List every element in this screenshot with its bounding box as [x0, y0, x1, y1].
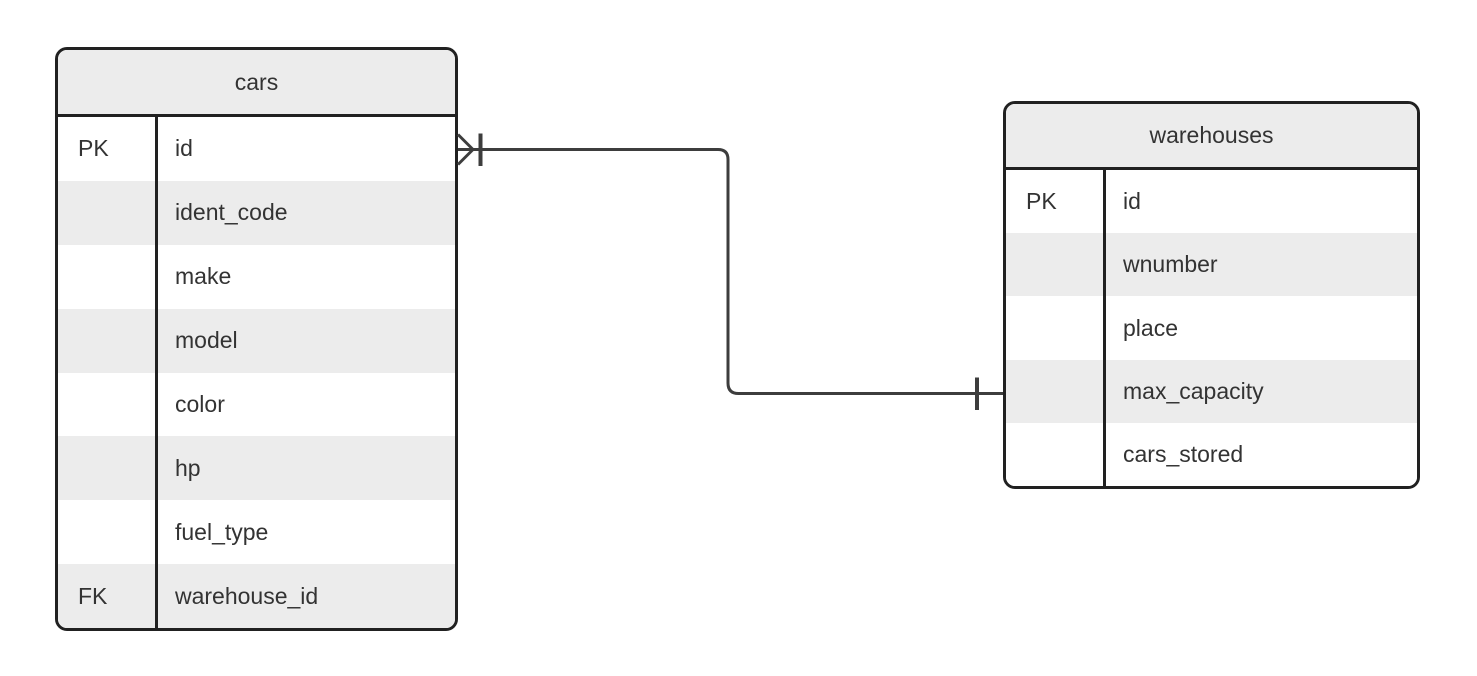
- attribute-row: ident_code: [58, 180, 455, 245]
- attribute-name: place: [1123, 314, 1178, 341]
- attribute-name: ident_code: [175, 199, 288, 226]
- entity-cars[interactable]: cars PK id ident_code make model color: [55, 47, 458, 631]
- attribute-key: PK: [58, 117, 158, 181]
- attribute-name: fuel_type: [175, 518, 269, 545]
- crow-foot-many-icon: [456, 133, 483, 166]
- attribute-row: cars_stored: [1006, 422, 1417, 486]
- attribute-name: max_capacity: [1123, 377, 1264, 404]
- attribute-key: [58, 500, 158, 565]
- attribute-name: color: [175, 390, 225, 417]
- attribute-name: id: [175, 135, 193, 162]
- attribute-name: wnumber: [1123, 251, 1218, 278]
- attribute-row: FK warehouse_id: [58, 564, 455, 628]
- attribute-key: PK: [1006, 170, 1106, 234]
- attribute-key: [1006, 296, 1106, 360]
- attribute-row: max_capacity: [1006, 359, 1417, 423]
- attribute-row: place: [1006, 296, 1417, 360]
- attribute-name: model: [175, 327, 238, 354]
- attribute-key: [1006, 233, 1106, 297]
- attribute-key: [58, 180, 158, 245]
- entity-warehouses-attributes: PK id wnumber place max_capacity cars_st…: [1006, 170, 1417, 486]
- attribute-row: PK id: [1006, 170, 1417, 234]
- attribute-key: [58, 436, 158, 501]
- attribute-row: color: [58, 372, 455, 437]
- attribute-row: make: [58, 244, 455, 309]
- entity-warehouses[interactable]: warehouses PK id wnumber place max_capac…: [1003, 101, 1420, 489]
- attribute-key: [58, 372, 158, 437]
- attribute-row: fuel_type: [58, 500, 455, 565]
- attribute-name: id: [1123, 188, 1141, 215]
- entity-cars-attributes: PK id ident_code make model color hp: [58, 117, 455, 628]
- attribute-name: make: [175, 263, 232, 290]
- attribute-key: FK: [58, 564, 158, 628]
- entity-warehouses-title: warehouses: [1006, 104, 1417, 170]
- relationship-line: [458, 148, 1003, 395]
- entity-cars-title: cars: [58, 50, 455, 117]
- attribute-key: [58, 244, 158, 309]
- attribute-row: model: [58, 308, 455, 373]
- attribute-key: [1006, 422, 1106, 486]
- attribute-name: cars_stored: [1123, 440, 1244, 467]
- attribute-row: wnumber: [1006, 233, 1417, 297]
- attribute-key: [58, 308, 158, 373]
- attribute-name: warehouse_id: [175, 582, 319, 609]
- attribute-name: hp: [175, 454, 201, 481]
- attribute-key: [1006, 359, 1106, 423]
- attribute-row: PK id: [58, 117, 455, 181]
- attribute-row: hp: [58, 436, 455, 501]
